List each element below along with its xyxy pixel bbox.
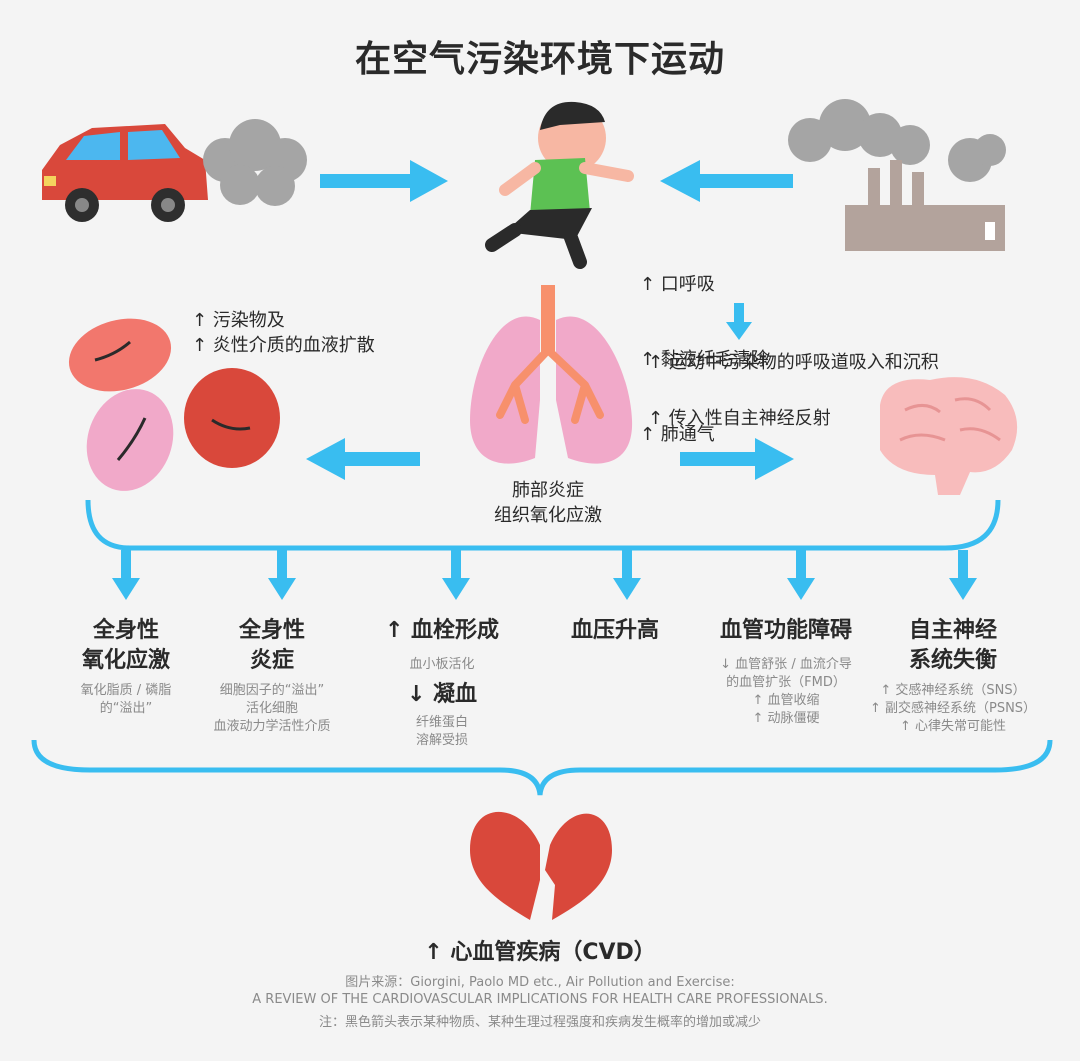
consequence-sub-vascular-dysfunction: ↓ 血管舒张 / 血流介导 的血管扩张（FMD） ↑ 血管收缩 ↑ 动脉僵硬: [720, 657, 852, 726]
consequence-sub-inflammation: 细胞因子的“溢出” 活化细胞 血液动力学活性介质: [213, 683, 331, 734]
lung-label: 肺部炎症 组织氧化应激: [494, 480, 602, 526]
factory-icon: [845, 160, 1005, 251]
consequence-title-inflammation: 全身性 炎症: [238, 618, 305, 673]
consequence-sub-oxidative-stress: 氧化脂质 / 磷脂 的“溢出”: [80, 683, 172, 716]
arrow-factory-to-runner: [660, 160, 793, 202]
page-title: 在空气污染环境下运动: [354, 39, 725, 80]
consequence-title-vascular-dysfunction: 血管功能障碍: [719, 618, 852, 643]
consequence-title-blood-pressure: 血压升高: [570, 618, 659, 643]
source-line-2: A REVIEW OF THE CARDIOVASCULAR IMPLICATI…: [252, 992, 828, 1007]
factory-smoke-icon: [788, 99, 1006, 182]
runner-icon: [485, 101, 634, 269]
consequence-title-oxidative-stress: 全身性 氧化应激: [81, 618, 170, 673]
deposition-text: ↑ 运动中污染物的呼吸道吸入和沉积: [648, 352, 939, 373]
outcome-cvd: ↑ 心血管疾病（CVD）: [424, 940, 656, 965]
broken-heart-icon: [470, 811, 612, 920]
runner-effect-mouth-breathing: ↑ 口呼吸: [640, 274, 715, 295]
blood-diffusion-text: ↑ 污染物及 ↑ 炎性介质的血液扩散: [192, 310, 375, 356]
runner-effect-mucociliary-clearance: ↑ 黏液纤毛清除: [640, 349, 769, 370]
lower-brace: [31, 739, 1053, 796]
footnote: 注：黑色箭头表示某种物质、某种生理过程强度和疾病发生概率的增加或减少: [318, 1015, 761, 1030]
brain-icon: [880, 377, 1018, 495]
consequence-title-thrombosis: ↑ 血栓形成: [384, 618, 500, 643]
consequence-arrows: [112, 550, 977, 600]
arrow-down-to-deposition: [726, 303, 752, 340]
arrow-to-blood: [306, 438, 420, 480]
reflex-text: ↑ 传入性自主神经反射: [648, 408, 831, 429]
consequence-sub-autonomic-imbalance: ↑ 交感神经系统（SNS） ↑ 副交感神经系统（PSNS） ↑ 心律失常可能性: [869, 683, 1037, 734]
source-line-1: 图片来源：Giorgini, Paolo MD etc., Air Pollut…: [345, 975, 735, 990]
car-icon: [42, 124, 208, 222]
car-smoke-icon: [203, 119, 307, 206]
lungs-icon: [470, 285, 633, 464]
upper-brace: [85, 499, 1001, 551]
consequence-sub-coagulation: 纤维蛋白 溶解受损: [415, 715, 468, 748]
consequence-title-autonomic-imbalance: 自主神经 系统失衡: [908, 618, 997, 673]
arrow-to-brain: [680, 438, 794, 480]
arrow-car-to-runner: [320, 160, 448, 202]
consequence-sub-thrombosis: 血小板活化: [409, 657, 475, 672]
consequence-title-coagulation: ↓ 凝血: [406, 682, 478, 707]
runner-effect-lung-ventilation: ↑ 肺通气: [640, 424, 715, 445]
blood-cells-icon: [68, 318, 280, 491]
runner-effects-list: ↑ 口呼吸 ↑ 黏液纤毛清除 ↑ 肺通气: [640, 222, 769, 472]
